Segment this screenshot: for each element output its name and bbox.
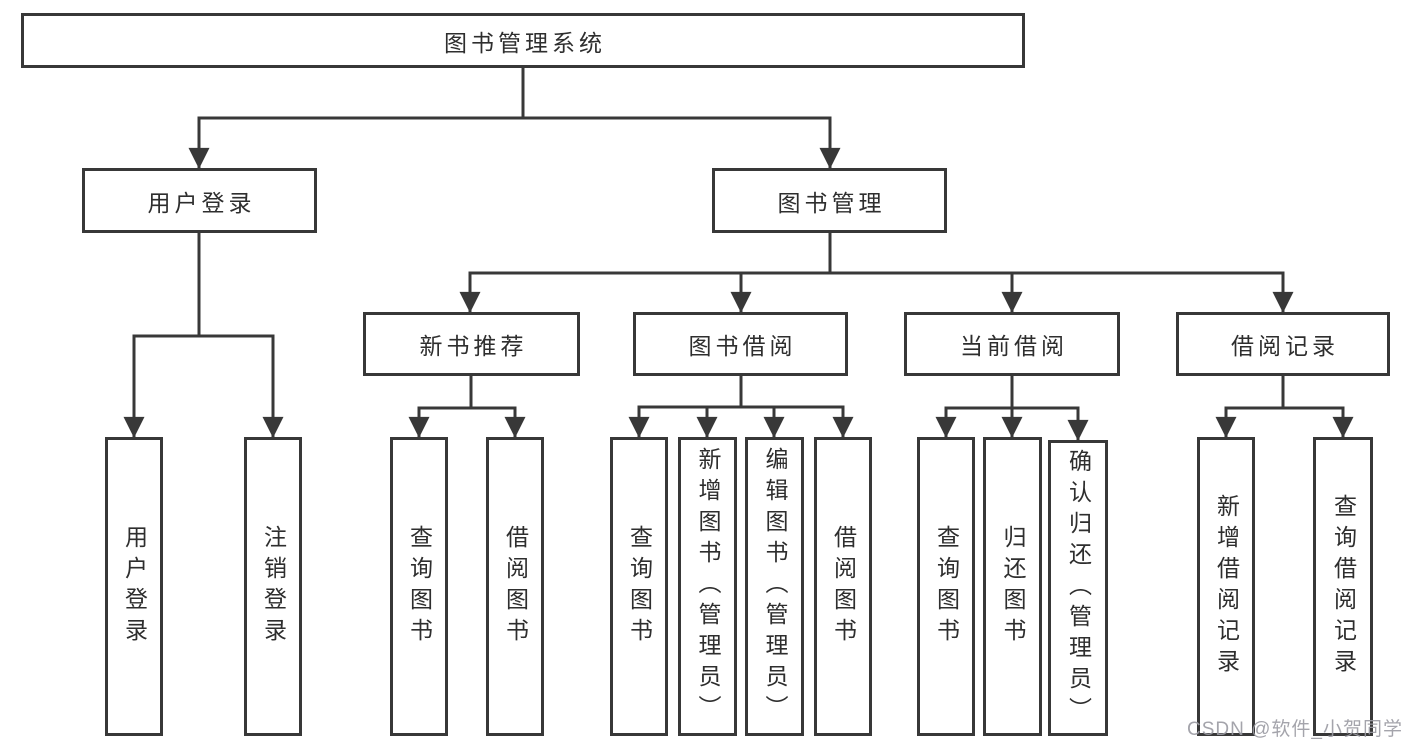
node-label-leaf-borrow-book-borrow: 借阅图书 [830, 524, 857, 649]
node-label-module-book-borrowing: 图书借阅 [688, 333, 797, 359]
node-leaf-return-book: 归还图书 [983, 437, 1042, 736]
node-leaf-search-borrow-record: 查询借阅记录 [1313, 437, 1373, 736]
node-module-new-book-recommend: 新书推荐 [363, 312, 580, 376]
watermark: CSDN @软件_小贺同学 [1187, 719, 1403, 740]
node-leaf-add-borrow-record: 新增借阅记录 [1197, 437, 1255, 736]
node-system-root: 图书管理系统 [21, 13, 1025, 68]
node-label-module-borrowing-records: 借阅记录 [1231, 333, 1339, 359]
node-leaf-borrow-book-rec: 借阅图书 [486, 437, 544, 736]
node-leaf-edit-book-admin: 编辑图书（管理员） [745, 437, 804, 736]
node-leaf-borrow-book-borrow: 借阅图书 [814, 437, 872, 736]
node-label-leaf-search-borrow-record: 查询借阅记录 [1330, 493, 1357, 680]
node-label-module-current-borrowing: 当前借阅 [960, 333, 1068, 359]
node-label-module-user-login: 用户登录 [147, 189, 256, 216]
node-label-leaf-add-book-admin: 新增图书（管理员） [695, 447, 721, 726]
node-label-leaf-user-login: 用户登录 [121, 524, 148, 649]
node-module-book-borrowing: 图书借阅 [633, 312, 848, 376]
node-label-module-book-management: 图书管理 [777, 189, 886, 216]
node-leaf-search-book-current: 查询图书 [917, 437, 975, 736]
node-label-leaf-add-borrow-record: 新增借阅记录 [1213, 493, 1240, 680]
node-module-borrowing-records: 借阅记录 [1176, 312, 1390, 376]
node-label-leaf-search-book-rec: 查询图书 [406, 524, 433, 649]
node-label-leaf-return-book: 归还图书 [1000, 524, 1026, 649]
node-module-current-borrowing: 当前借阅 [904, 312, 1120, 376]
node-label-system-root: 图书管理系统 [444, 29, 606, 56]
node-leaf-search-book-borrow: 查询图书 [610, 437, 668, 736]
node-leaf-search-book-rec: 查询图书 [390, 437, 448, 736]
node-label-leaf-edit-book-admin: 编辑图书（管理员） [762, 447, 788, 726]
node-leaf-confirm-return-admin: 确认归还（管理员） [1048, 440, 1108, 736]
node-leaf-add-book-admin: 新增图书（管理员） [678, 437, 737, 736]
node-leaf-user-login: 用户登录 [105, 437, 163, 736]
node-label-leaf-search-book-current: 查询图书 [933, 524, 960, 649]
node-module-user-login: 用户登录 [82, 168, 317, 233]
node-label-leaf-confirm-return-admin: 确认归还（管理员） [1065, 448, 1092, 728]
node-label-module-new-book-recommend: 新书推荐 [419, 333, 528, 359]
node-label-leaf-logout: 注销登录 [260, 524, 287, 649]
node-module-book-management: 图书管理 [712, 168, 947, 233]
node-leaf-logout: 注销登录 [244, 437, 302, 736]
node-label-leaf-borrow-book-rec: 借阅图书 [502, 524, 529, 649]
node-label-leaf-search-book-borrow: 查询图书 [626, 524, 653, 649]
